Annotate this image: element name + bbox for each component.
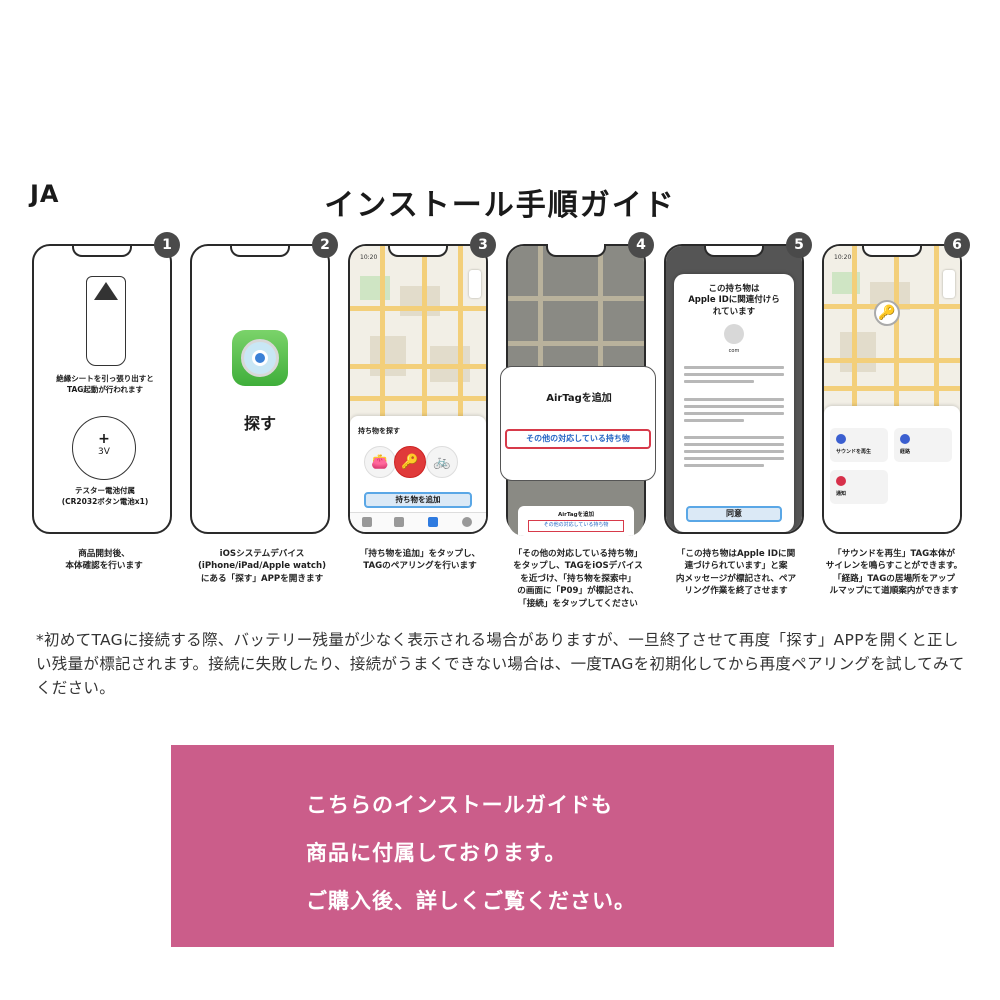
add-airtag-sheet: AirTagを追加 その他の対応している持ち物 — [518, 506, 634, 536]
items-tab-icon[interactable] — [428, 517, 438, 527]
step-3: 10:20 持ち物を探す 👛 🔑 🚲 持ち物を追加 3 「持ち物を追加」を — [344, 232, 496, 582]
notifications-tile[interactable]: 通知 — [830, 470, 888, 504]
banner-line-2: 商品に付属しております。 — [306, 841, 567, 865]
phone-frame: 10:20 持ち物を探す 👛 🔑 🚲 持ち物を追加 — [348, 244, 488, 534]
other-items-option[interactable]: その他の対応している持ち物 — [528, 520, 624, 532]
map-view[interactable] — [350, 246, 486, 446]
step-number: 3 — [470, 232, 496, 258]
add-item-button[interactable]: 持ち物を追加 — [364, 492, 472, 508]
step-number: 4 — [628, 232, 654, 258]
battery-voltage: 3V — [98, 447, 110, 457]
phone-notch — [862, 246, 922, 257]
people-tab-icon[interactable] — [362, 517, 372, 527]
find-my-app-icon[interactable] — [232, 330, 288, 386]
banner-line-1: こちらのインストールガイドも — [306, 793, 613, 817]
battery-plus: + — [98, 431, 110, 447]
phone-frame: 絶縁シートを引っ張り出すと TAG起動が行われます + 3V テスター電池付属 … — [32, 244, 172, 534]
bicycle-icon: 🚲 — [426, 446, 458, 478]
page-title: インストール手順ガイド — [324, 188, 676, 223]
tag-device-icon — [86, 276, 126, 366]
step-number: 2 — [312, 232, 338, 258]
tile-label: サウンドを再生 — [836, 449, 872, 455]
map-controls[interactable] — [943, 270, 955, 298]
step-6: 10:20 🔑 サウンドを再生 経路 通知 6 「サウンドを再生」TAG本体が … — [818, 232, 970, 596]
location-dot-icon — [252, 350, 268, 366]
app-name: 探す — [243, 414, 276, 433]
phone-frame: 探す — [190, 244, 330, 534]
key-icon: 🔑 — [394, 446, 426, 478]
step-caption: 商品開封後、 本体確認を行います — [65, 549, 143, 572]
footnote: *初めてTAGに接続する際、バッテリー残量が少なく表示される場合がありますが、一… — [36, 631, 965, 698]
devices-tab-icon[interactable] — [394, 517, 404, 527]
step-5: この持ち物は Apple IDに関連付けら れています com 同意 5 「この… — [660, 232, 812, 596]
phone-frame: AirTagを追加 その他の対応している持ち物 AirTagを追加 その他の対応… — [500, 244, 656, 536]
step-1: 絶縁シートを引っ張り出すと TAG起動が行われます + 3V テスター電池付属 … — [28, 232, 180, 582]
key-location-pin-icon[interactable]: 🔑 — [874, 300, 900, 326]
popup-title: AirTagを追加 — [546, 393, 612, 404]
install-steps: 絶縁シートを引っ張り出すと TAG起動が行われます + 3V テスター電池付属 … — [28, 232, 976, 609]
directions-tile[interactable]: 経路 — [894, 428, 952, 462]
other-items-button[interactable]: その他の対応している持ち物 — [505, 429, 651, 449]
tile-label: 通知 — [836, 491, 847, 497]
step-caption: iOSシステムデバイス (iPhone/iPad/Apple watch) にあ… — [197, 549, 327, 584]
phone-frame: この持ち物は Apple IDに関連付けら れています com 同意 — [664, 244, 804, 534]
step-number: 6 — [944, 232, 970, 258]
me-tab-icon[interactable] — [462, 517, 472, 527]
step-2: 探す 2 iOSシステムデバイス (iPhone/iPad/Apple watc… — [186, 232, 338, 584]
arrow-up-icon — [94, 282, 118, 300]
phone-notch — [388, 246, 448, 257]
item-icons: 👛 🔑 🚲 — [364, 446, 464, 480]
sheet-title: 持ち物を探す — [358, 427, 400, 435]
info-banner: こちらのインストールガイドも 商品に付属しております。 ご購入後、詳しくご覧くだ… — [171, 745, 834, 947]
account-email: com — [728, 348, 740, 354]
step-caption: 「この持ち物はApple IDに関 連づけられています」と案 内メッセージが標記… — [675, 549, 797, 597]
sheet-title: AirTagを追加 — [557, 512, 595, 518]
bottom-sheet: 持ち物を探す 👛 🔑 🚲 持ち物を追加 — [350, 416, 486, 532]
step-number: 5 — [786, 232, 812, 258]
step-4: AirTagを追加 その他の対応している持ち物 AirTagを追加 その他の対応… — [500, 232, 656, 609]
tab-bar — [350, 512, 486, 532]
status-time: 10:20 — [834, 254, 852, 261]
play-icon — [836, 434, 846, 444]
phone-frame: 10:20 🔑 サウンドを再生 経路 通知 — [822, 244, 962, 534]
directions-icon — [900, 434, 910, 444]
wallet-icon: 👛 — [364, 446, 396, 478]
avatar — [724, 324, 744, 344]
language-label: JA — [30, 180, 60, 208]
dialog-title: この持ち物は Apple IDに関連付けら れています — [688, 284, 780, 317]
phone-notch — [546, 244, 606, 257]
phone-notch — [704, 246, 764, 257]
tile-label: 経路 — [900, 449, 911, 455]
battery-text: テスター電池付属 (CR2032ボタン電池x1) — [61, 486, 149, 506]
pull-sheet-text: 絶縁シートを引っ張り出すと TAG起動が行われます — [56, 374, 154, 394]
map-controls[interactable] — [469, 270, 481, 298]
play-sound-tile[interactable]: サウンドを再生 — [830, 428, 888, 462]
phone-notch — [72, 246, 132, 257]
apple-id-dialog: この持ち物は Apple IDに関連付けら れています com 同意 — [674, 274, 794, 532]
step-caption: 「その他の対応している持ち物」 をタップし、TAGをiOSデバイス を近づけ、「… — [513, 549, 643, 609]
bell-icon — [836, 476, 846, 486]
zoom-callout: AirTagを追加 その他の対応している持ち物 — [500, 366, 656, 481]
agree-button[interactable]: 同意 — [686, 506, 782, 522]
step-number: 1 — [154, 232, 180, 258]
banner-line-3: ご購入後、詳しくご覧ください。 — [306, 889, 636, 913]
status-time: 10:20 — [360, 254, 378, 261]
battery-icon: + 3V — [72, 416, 136, 480]
phone-notch — [230, 246, 290, 257]
step-caption: 「サウンドを再生」TAG本体が サイレンを鳴らすことができます。 「経路」TAG… — [825, 549, 963, 597]
item-detail-sheet: サウンドを再生 経路 通知 — [824, 406, 960, 532]
step-caption: 「持ち物を追加」をタップし、 TAGのペアリングを行います — [359, 549, 481, 572]
